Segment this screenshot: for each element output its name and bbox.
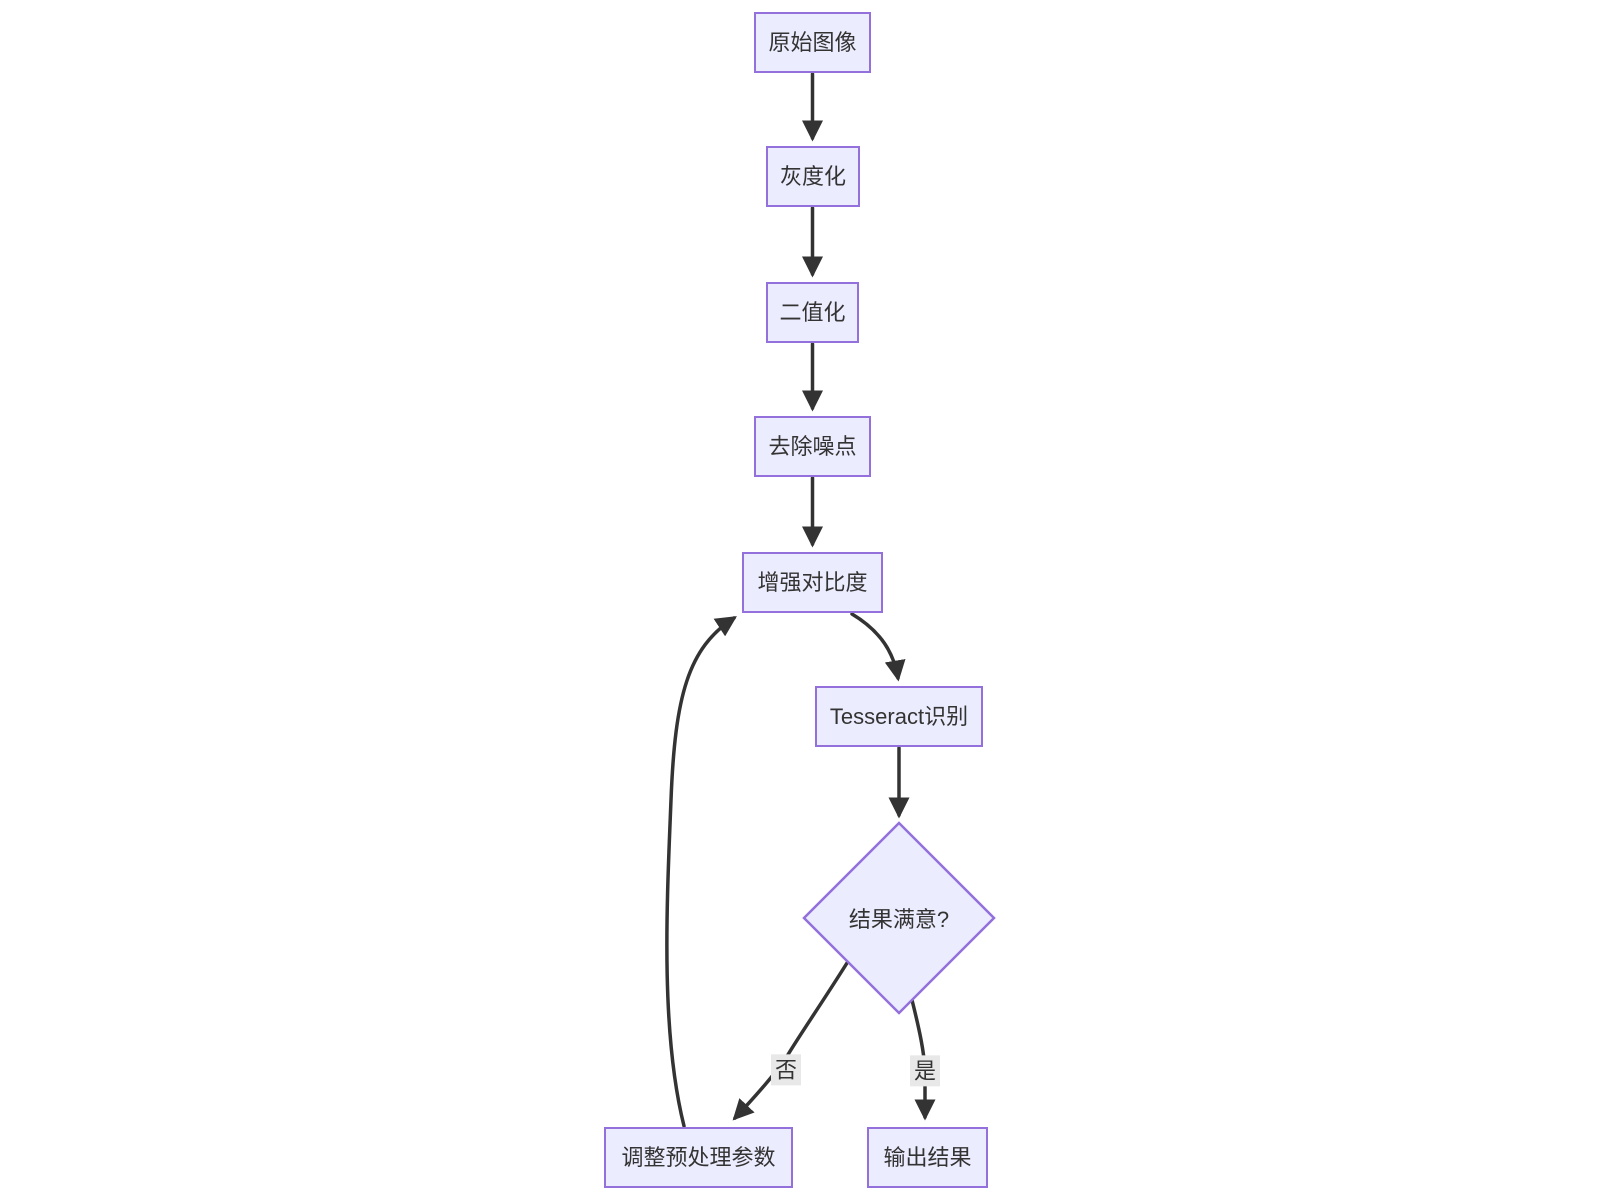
edge-label-yes: 是 [909, 1055, 941, 1087]
node-output-result: 输出结果 [867, 1127, 988, 1188]
decision-node-shape [802, 821, 996, 1015]
edge-adjust-loop-to-contrast [665, 616, 737, 1128]
node-adjust-parameters: 调整预处理参数 [604, 1127, 793, 1188]
node-binarize: 二值化 [766, 282, 859, 343]
node-original-image: 原始图像 [754, 12, 871, 73]
node-grayscale: 灰度化 [766, 146, 860, 207]
node-enhance-contrast: 增强对比度 [742, 552, 883, 613]
node-decision-label: 结果满意? [848, 907, 950, 932]
node-tesseract-recognition: Tesseract识别 [815, 686, 983, 747]
edge-label-no: 否 [770, 1054, 802, 1086]
edge-decision-to-adjust-no [732, 961, 849, 1121]
node-denoise: 去除噪点 [754, 416, 871, 477]
edge-contrast-to-tesseract [850, 612, 906, 682]
